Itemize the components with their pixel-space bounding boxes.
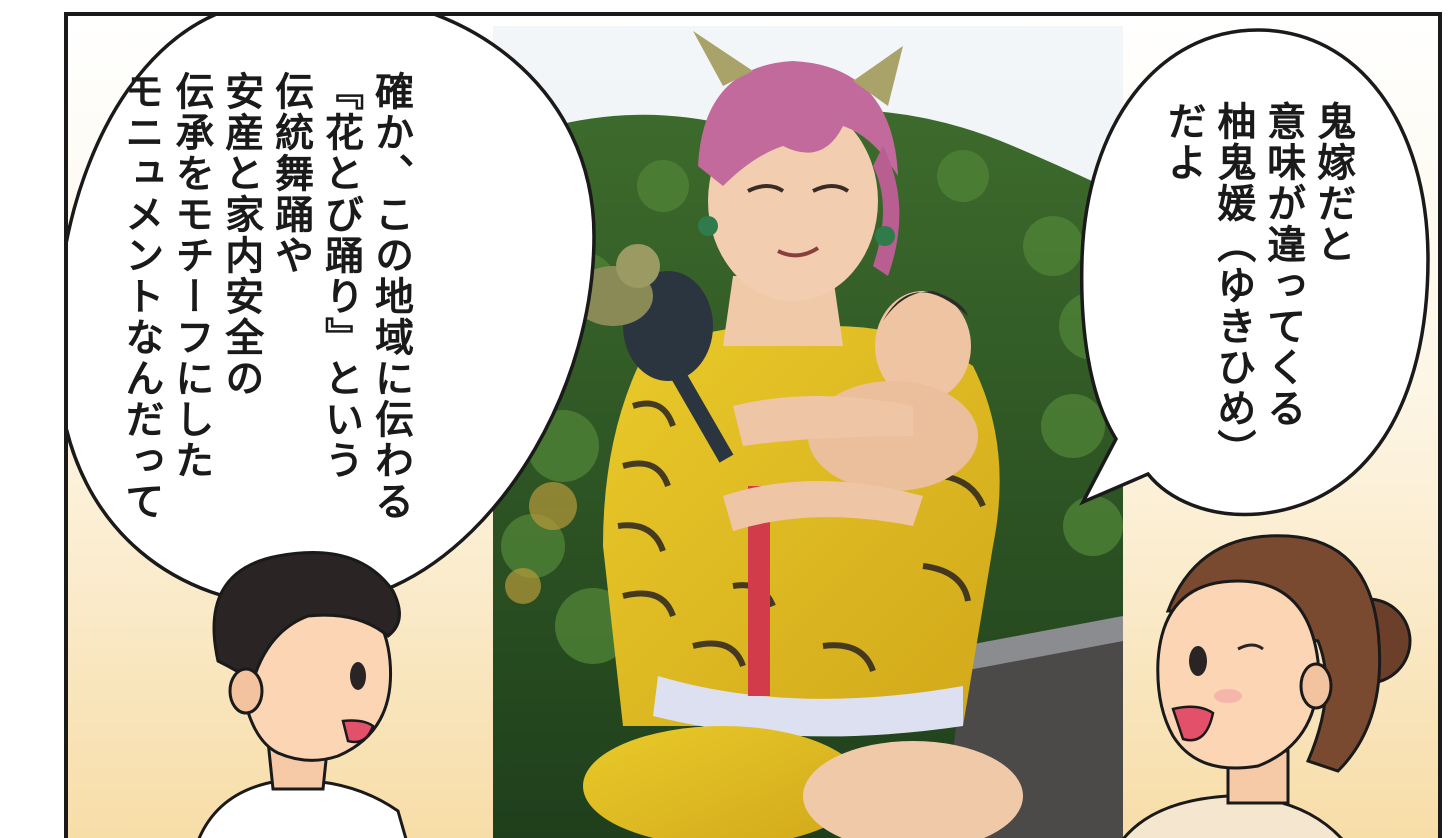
woman-character <box>1122 534 1412 838</box>
right-bubble-line: 意味が違ってくる <box>1260 101 1306 429</box>
left-bubble-text: 確か、この地域に伝わる 『花とび踊り』という 伝統舞踊や 安産と家内安全の 伝承… <box>116 71 415 591</box>
right-bubble-text: 鬼嫁だと 意味が違ってくる 柚鬼媛（ゆきひめ） だよ <box>1158 101 1358 501</box>
statue-photo <box>493 26 1123 838</box>
boy-character <box>197 551 408 838</box>
left-bubble-line: 伝承をモチーフにした <box>168 71 214 481</box>
statue-photo-illustration <box>493 26 1123 838</box>
right-bubble-line: 鬼嫁だと <box>1310 101 1356 265</box>
left-bubble-line: 伝統舞踊や <box>268 71 314 276</box>
manga-panel: 確か、この地域に伝わる 『花とび踊り』という 伝統舞踊や 安産と家内安全の 伝承… <box>64 12 1442 838</box>
left-bubble-line: モニュメントなんだって <box>118 71 164 522</box>
right-bubble-line: だよ <box>1160 101 1206 183</box>
left-bubble-line: 確か、この地域に伝わる <box>368 71 414 522</box>
left-bubble-line: 安産と家内安全の <box>218 71 264 399</box>
right-bubble-line: 柚鬼媛（ゆきひめ） <box>1210 101 1256 470</box>
left-bubble-line: 『花とび踊り』という <box>318 71 364 481</box>
right-speech-bubble <box>1079 28 1430 517</box>
